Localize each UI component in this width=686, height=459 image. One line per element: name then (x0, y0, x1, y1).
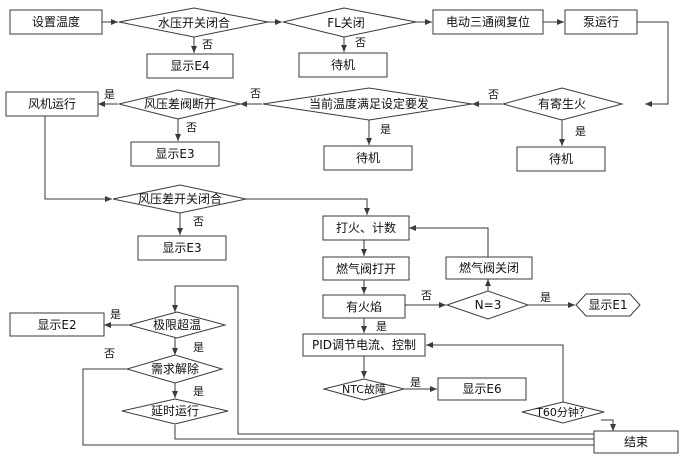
label-yes: 是 (410, 376, 421, 389)
connectors (44, 19, 669, 446)
node-fan-run: 风机运行 (5, 91, 99, 117)
svg-text:风机运行: 风机运行 (28, 97, 76, 111)
label-yes: 是 (193, 341, 204, 354)
label-yes: 是 (380, 123, 391, 136)
svg-text:风压差开关闭合: 风压差开关闭合 (138, 191, 222, 206)
node-pump-run: 泵运行 (564, 9, 638, 35)
svg-text:风压差阀断开: 风压差阀断开 (144, 96, 216, 111)
svg-text:显示E3: 显示E3 (155, 147, 194, 161)
node-show-e3-b: 显示E3 (137, 235, 227, 261)
label-yes: 是 (104, 88, 115, 101)
label-yes: 是 (540, 291, 551, 304)
node-over-temp: 极限超温 (127, 311, 227, 339)
svg-text:待机: 待机 (331, 58, 355, 72)
label-yes: 是 (376, 320, 387, 333)
node-wind-diff-valve: 风压差阀断开 (118, 89, 241, 120)
label-no: 否 (488, 88, 499, 101)
svg-text:有火焰: 有火焰 (346, 299, 382, 314)
label-yes: 是 (575, 125, 586, 138)
svg-text:水压开关闭合: 水压开关闭合 (158, 15, 230, 30)
node-n3: N=3 (445, 290, 530, 320)
svg-text:NTC故障: NTC故障 (342, 382, 386, 396)
node-pid: PID调节电流、控制 (302, 333, 426, 357)
svg-text:显示E3: 显示E3 (162, 241, 201, 255)
svg-text:结束: 结束 (624, 435, 648, 449)
svg-text:电动三通阀复位: 电动三通阀复位 (446, 14, 530, 29)
node-show-e3-a: 显示E3 (130, 141, 220, 167)
node-show-e2: 显示E2 (9, 312, 105, 337)
svg-text:当前温度满足设定要发: 当前温度满足设定要发 (309, 96, 429, 111)
svg-text:极限超温: 极限超温 (153, 317, 201, 332)
svg-text:N=3: N=3 (475, 298, 502, 312)
label-no: 否 (104, 347, 115, 360)
svg-text:设置温度: 设置温度 (32, 14, 80, 29)
node-standby-2: 待机 (323, 145, 413, 171)
svg-text:待机: 待机 (356, 151, 380, 165)
svg-text:有寄生火: 有寄生火 (538, 96, 586, 111)
node-valve-reset: 电动三通阀复位 (432, 9, 544, 35)
node-set-temp: 设置温度 (9, 9, 103, 35)
branch-labels: 否 否 否 否 是 否 是 是 否 否 是 是 是 否 是 是 是 (104, 36, 586, 398)
node-t60: T60分钟？ (521, 401, 605, 424)
svg-text:显示E6: 显示E6 (462, 382, 501, 396)
svg-text:延时运行: 延时运行 (151, 404, 199, 418)
label-no: 否 (186, 121, 197, 134)
node-freeze: 有寄生火 (501, 87, 624, 121)
node-end: 结束 (593, 430, 679, 454)
svg-text:待机: 待机 (549, 152, 573, 166)
svg-text:显示E1: 显示E1 (588, 298, 627, 312)
svg-text:T60分钟？: T60分钟？ (535, 405, 590, 419)
label-no: 否 (355, 36, 366, 49)
label-no: 否 (421, 289, 432, 302)
node-wind-switch-close: 风压差开关闭合 (112, 184, 247, 214)
node-has-flame: 有火焰 (322, 294, 406, 319)
node-temp-check: 当前温度满足设定要发 (262, 87, 473, 121)
label-no: 否 (250, 87, 261, 100)
svg-text:泵运行: 泵运行 (583, 15, 619, 29)
node-gas-open: 燃气阀打开 (322, 256, 410, 281)
node-standby-1: 待机 (298, 52, 388, 78)
node-ignite-count: 打火、计数 (322, 215, 410, 241)
svg-text:显示E4: 显示E4 (170, 59, 209, 73)
svg-text:燃气阀关闭: 燃气阀关闭 (459, 260, 519, 275)
svg-text:燃气阀打开: 燃气阀打开 (336, 261, 396, 276)
label-yes: 是 (193, 385, 204, 398)
node-fl-close: FL关闭 (282, 7, 417, 38)
node-show-e6: 显示E6 (437, 377, 527, 401)
node-delay-run: 延时运行 (121, 398, 229, 425)
label-no: 否 (202, 38, 213, 51)
svg-text:FL关闭: FL关闭 (327, 16, 365, 30)
svg-text:PID调节电流、控制: PID调节电流、控制 (312, 338, 416, 352)
label-yes: 是 (110, 308, 121, 321)
node-demand-release: 需求解除 (125, 354, 224, 384)
node-water-switch: 水压开关闭合 (118, 7, 269, 38)
svg-text:打火、计数: 打火、计数 (336, 220, 396, 235)
node-show-e4: 显示E4 (146, 53, 234, 79)
svg-text:需求解除: 需求解除 (151, 361, 199, 376)
label-no: 否 (193, 215, 204, 228)
node-ntc-fault: NTC故障 (322, 378, 406, 401)
node-show-e1: 显示E1 (575, 293, 641, 317)
svg-text:显示E2: 显示E2 (37, 318, 76, 332)
node-gas-close: 燃气阀关闭 (445, 256, 533, 280)
node-standby-3: 待机 (516, 146, 606, 172)
